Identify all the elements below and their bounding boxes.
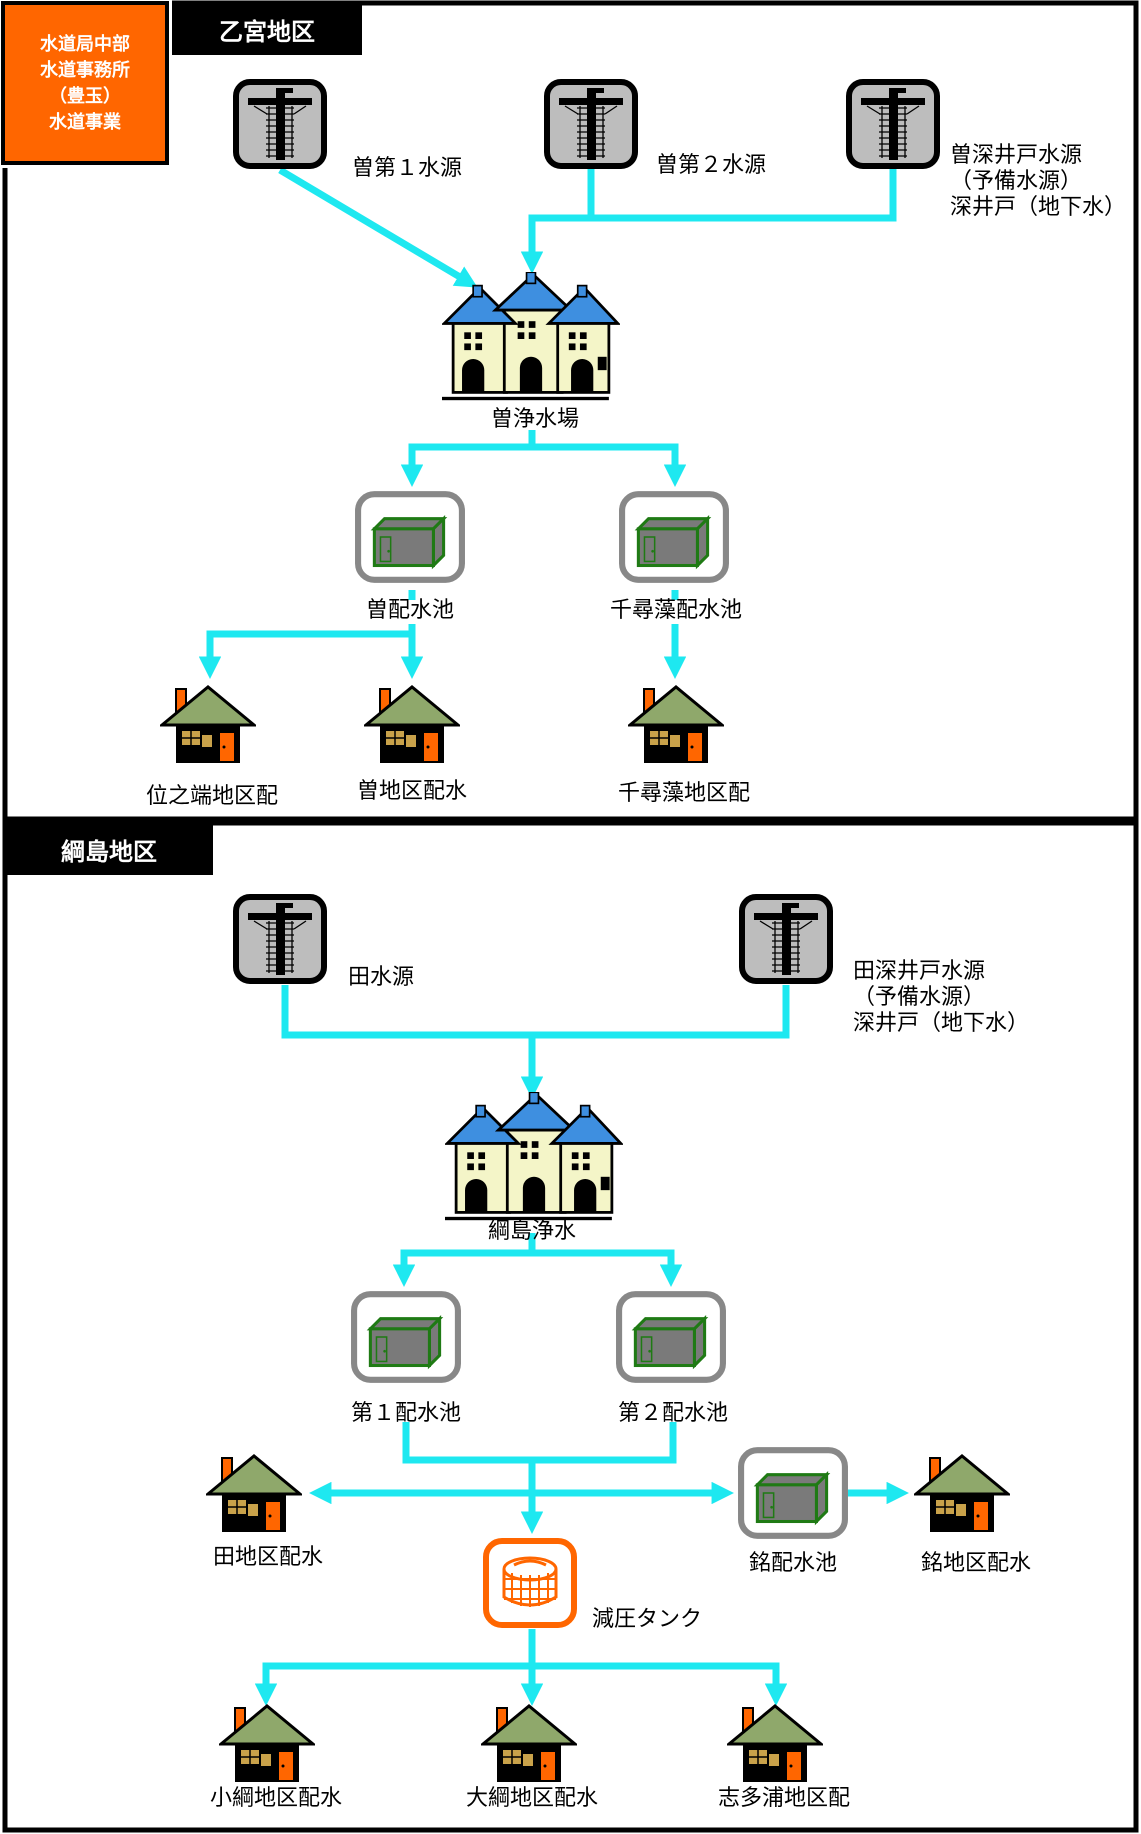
region2-district4-label: 大綱地区配水 — [466, 1786, 598, 1811]
region1-source1-label: 曽第１水源 — [352, 156, 462, 181]
region1-district2-label: 曽地区配水 — [357, 779, 467, 804]
region1-source3-label-line1: 曽深井戸水源 — [950, 143, 1082, 168]
region1-header: 乙宮地区 — [172, 3, 362, 55]
region1-source1-icon — [236, 82, 324, 166]
region2-header: 綱島地区 — [5, 823, 213, 875]
region1-source3-label-line2: （予備水源） — [950, 169, 1082, 194]
region2-pipes — [254, 985, 909, 1706]
region2-pressure-tank-icon — [486, 1541, 574, 1625]
region2-district4-icon — [481, 1704, 577, 1784]
badge-line3: （豊玉） — [49, 86, 121, 107]
region1-source3-icon — [849, 82, 937, 166]
region1-title: 乙宮地区 — [219, 18, 315, 46]
region2-reservoir2-label: 第２配水池 — [618, 1401, 728, 1426]
region2-reservoir3-icon — [741, 1450, 845, 1536]
region1-reservoir2-label: 千尋藻配水池 — [610, 598, 742, 623]
region2-source2-label-line3: 深井戸（地下水） — [853, 1011, 1029, 1036]
region2-district3-icon — [219, 1704, 315, 1784]
region1-district3-label: 千尋藻地区配 — [618, 781, 750, 806]
region2-district5-icon — [727, 1704, 823, 1784]
region2-pressure-tank-label: 減圧タンク — [592, 1607, 702, 1632]
region1-reservoir2-icon — [622, 494, 726, 580]
org-badge: 水道局中部 水道事務所 （豊玉） 水道事業 — [0, 0, 172, 168]
region1-plant-icon — [442, 272, 620, 402]
badge-line1: 水道局中部 — [40, 33, 130, 55]
region2-district1-icon — [206, 1454, 302, 1534]
region1-reservoir1-label: 曽配水池 — [366, 598, 454, 623]
region1-source3-label-line3: 深井戸（地下水） — [950, 195, 1126, 220]
region1-plant-label: 曽浄水場 — [491, 407, 579, 432]
region1-pipes — [198, 166, 897, 679]
region1-district2-icon — [364, 685, 460, 765]
region1-reservoir1-icon — [358, 494, 462, 580]
region2-border — [2, 820, 1139, 1833]
region2-district1-label: 田地区配水 — [213, 1545, 323, 1570]
region2-reservoir3-label: 銘配水池 — [749, 1551, 837, 1576]
badge-line2: 水道事務所 — [40, 59, 130, 81]
region1-district1-icon — [160, 685, 256, 765]
region2-source2-icon — [742, 897, 830, 981]
region1-district3-icon — [628, 685, 724, 765]
region2-district2-icon — [914, 1454, 1010, 1534]
region2-source2-label-line1: 田深井戸水源 — [853, 959, 985, 984]
region2-source1-icon — [236, 897, 324, 981]
region2-district2-label: 銘地区配水 — [921, 1551, 1031, 1576]
region2-reservoir1-label: 第１配水池 — [351, 1401, 461, 1426]
region1-source2-icon — [547, 82, 635, 166]
region1-source2-label: 曽第２水源 — [656, 153, 766, 178]
region2-district3-label: 小綱地区配水 — [210, 1786, 342, 1811]
region2-reservoir1-icon — [354, 1294, 458, 1380]
region1-border — [2, 0, 1139, 822]
region1-district1-label: 位之端地区配 — [146, 784, 278, 809]
region2-plant-label: 綱島浄水 — [488, 1219, 576, 1244]
region2-source1-label: 田水源 — [348, 965, 414, 990]
region2-district5-label: 志多浦地区配 — [718, 1786, 850, 1811]
badge-line4: 水道事業 — [49, 111, 122, 133]
region2-title: 綱島地区 — [61, 838, 157, 866]
region2-plant-icon — [445, 1092, 623, 1222]
region2-reservoir2-icon — [619, 1294, 723, 1380]
region2-source2-label-line2: （予備水源） — [853, 985, 985, 1010]
